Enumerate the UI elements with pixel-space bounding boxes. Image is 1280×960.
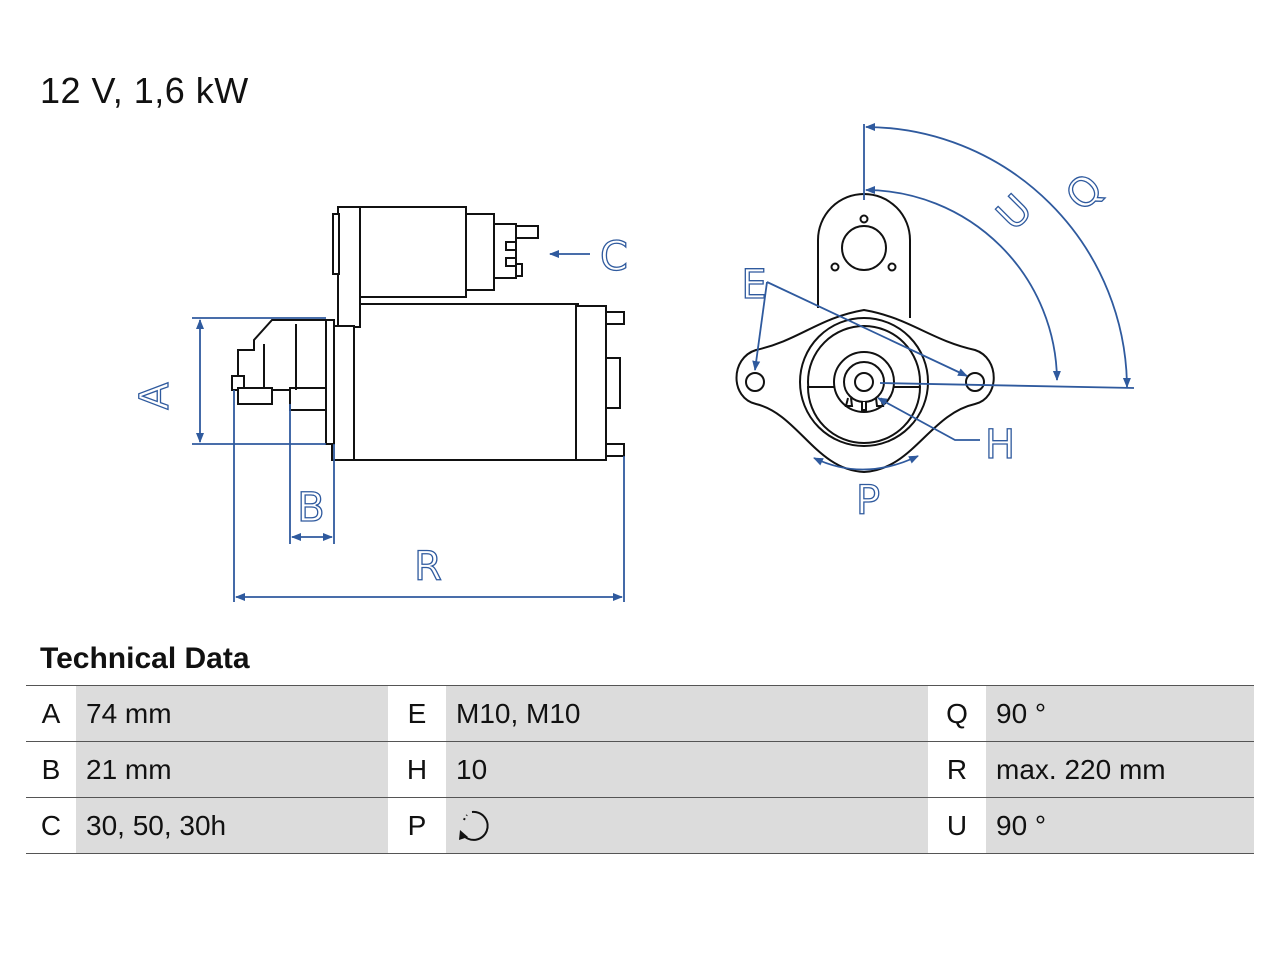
spec-key: E — [388, 685, 446, 742]
technical-data-title: Technical Data — [40, 642, 250, 675]
spec-value: 90 ° — [986, 797, 1254, 854]
label-a: A — [132, 382, 178, 410]
spec-key: U — [928, 797, 986, 854]
spec-value: 30, 50, 30h — [76, 797, 388, 854]
spec-value: M10, M10 — [446, 685, 928, 742]
table-row: B 21 mm H 10 R max. 220 mm — [26, 741, 1254, 798]
label-q: Q — [1057, 165, 1112, 220]
label-e: E — [741, 262, 766, 308]
technical-data-table: A 74 mm E M10, M10 Q 90 ° B 21 mm H 10 R… — [26, 685, 1254, 854]
end-dimensions — [752, 123, 1135, 471]
spec-key: H — [388, 741, 446, 798]
label-u: U — [988, 186, 1041, 239]
label-r: R — [414, 544, 442, 590]
label-b: B — [297, 485, 324, 531]
spec-value: 74 mm — [76, 685, 388, 742]
spec-value: max. 220 mm — [986, 741, 1254, 798]
spec-key: P — [388, 797, 446, 854]
label-c: C — [600, 234, 628, 280]
spec-value: 10 — [446, 741, 928, 798]
side-dimensions — [192, 250, 625, 602]
side-view — [231, 206, 625, 461]
page-title: 12 V, 1,6 kW — [40, 70, 249, 111]
table-row: A 74 mm E M10, M10 Q 90 ° — [26, 685, 1254, 742]
spec-key: R — [928, 741, 986, 798]
label-h: H — [985, 422, 1015, 468]
starter-motor-drawing: A B C R E H P U Q — [131, 123, 1135, 602]
spec-value — [446, 797, 928, 854]
spec-key: C — [26, 797, 76, 854]
spec-key: Q — [928, 685, 986, 742]
clockwise-rotation-icon — [459, 810, 489, 841]
table-row: C 30, 50, 30h P U 90 ° — [26, 797, 1254, 854]
spec-value: 21 mm — [76, 741, 388, 798]
label-p: P — [856, 478, 880, 524]
spec-key: A — [26, 685, 76, 742]
end-view — [735, 193, 995, 474]
spec-key: B — [26, 741, 76, 798]
spec-value: 90 ° — [986, 685, 1254, 742]
